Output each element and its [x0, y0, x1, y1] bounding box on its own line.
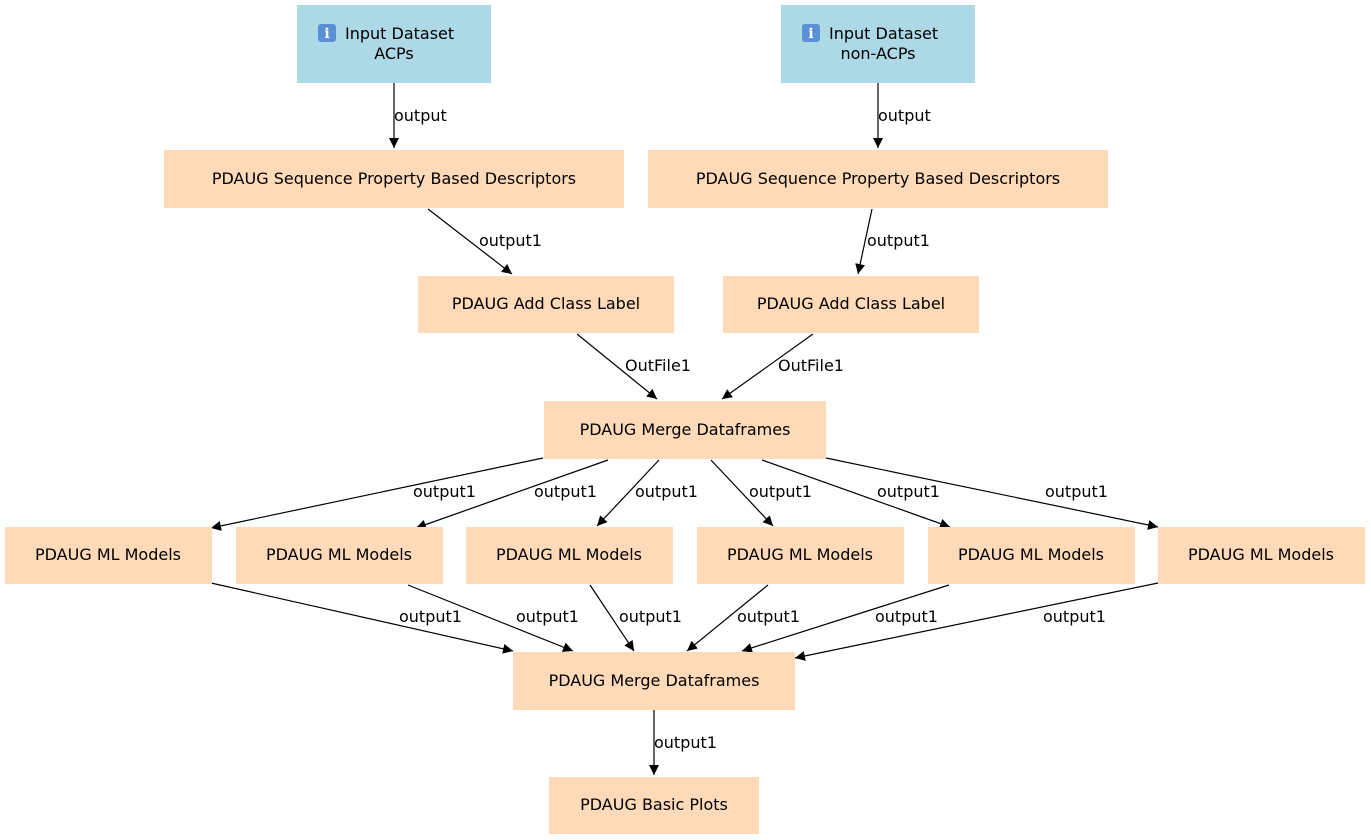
edge-ml1-to-merge2: [210, 582, 514, 654]
node-label: PDAUG Merge Dataframes: [580, 420, 791, 439]
edge-label: output: [394, 106, 447, 125]
edge-label: output1: [877, 482, 940, 501]
node-label: PDAUG Merge Dataframes: [549, 671, 760, 690]
edge-ml2-to-merge2: [407, 584, 574, 652]
edge-label: output1: [875, 607, 938, 626]
edge-label: output1: [479, 231, 542, 250]
edge-labels: output output output1 output1 OutFile1 O…: [394, 106, 1108, 752]
edge-label: OutFile1: [625, 356, 691, 375]
edge-merge1-to-ml6: [825, 457, 1159, 530]
edge-ml5-to-merge2: [741, 584, 950, 653]
information-icon: i: [318, 24, 336, 42]
edge-label: output1: [867, 231, 930, 250]
node-label: PDAUG ML Models: [496, 545, 642, 564]
edge-label: output1: [1043, 607, 1106, 626]
edge-label: output1: [737, 607, 800, 626]
node-ml-models-6[interactable]: PDAUG ML Models: [1158, 527, 1365, 584]
edges: [210, 83, 1159, 775]
node-label: PDAUG ML Models: [1188, 545, 1334, 564]
information-icon: i: [802, 24, 820, 42]
node-ml-models-5[interactable]: PDAUG ML Models: [928, 527, 1135, 584]
edge-ml4-to-merge2: [686, 584, 769, 652]
edge-ml3-to-merge2: [589, 584, 635, 652]
node-label: PDAUG ML Models: [266, 545, 412, 564]
node-label: PDAUG ML Models: [958, 545, 1104, 564]
edge-label: output: [878, 106, 931, 125]
node-input-dataset-non-acps[interactable]: i Input Dataset non-ACPs: [781, 5, 975, 83]
edge-label: output1: [619, 607, 682, 626]
node-ml-models-4[interactable]: PDAUG ML Models: [697, 527, 904, 584]
node-input-dataset-acps[interactable]: i Input Dataset ACPs: [297, 5, 491, 83]
edge-seq-right-to-add-right: [855, 208, 873, 275]
node-sequence-descriptors-right[interactable]: PDAUG Sequence Property Based Descriptor…: [648, 150, 1108, 208]
node-add-class-label-right[interactable]: PDAUG Add Class Label: [723, 276, 979, 333]
edge-merge1-to-ml1: [210, 457, 544, 531]
edge-label: output1: [413, 482, 476, 501]
edge-merge1-to-ml3: [596, 459, 660, 527]
node-label: PDAUG ML Models: [35, 545, 181, 564]
node-subtitle: non-ACPs: [840, 44, 915, 63]
nodes: i Input Dataset ACPs i Input Dataset non…: [5, 5, 1365, 834]
edge-label: OutFile1: [778, 356, 844, 375]
node-label: PDAUG ML Models: [727, 545, 873, 564]
edge-label: output1: [654, 733, 717, 752]
node-label: PDAUG Basic Plots: [580, 795, 728, 814]
edge-label: output1: [516, 607, 579, 626]
edge-add-left-to-merge1: [576, 333, 658, 400]
edge-label: output1: [635, 482, 698, 501]
node-add-class-label-left[interactable]: PDAUG Add Class Label: [418, 276, 674, 333]
edge-label: output1: [1045, 482, 1108, 501]
node-merge-dataframes-1[interactable]: PDAUG Merge Dataframes: [544, 401, 826, 459]
edge-label: output1: [749, 482, 812, 501]
edge-add-right-to-merge1: [721, 333, 814, 400]
node-ml-models-2[interactable]: PDAUG ML Models: [236, 527, 443, 584]
node-subtitle: ACPs: [374, 44, 414, 63]
node-label: PDAUG Add Class Label: [757, 294, 945, 313]
node-label: PDAUG Sequence Property Based Descriptor…: [212, 169, 576, 188]
edge-merge1-to-ml2: [415, 459, 609, 530]
node-title: Input Dataset: [345, 24, 454, 43]
svg-text:i: i: [808, 26, 813, 42]
edge-label: output1: [534, 482, 597, 501]
node-title: Input Dataset: [829, 24, 938, 43]
edge-label: output1: [399, 607, 462, 626]
node-label: PDAUG Add Class Label: [452, 294, 640, 313]
node-basic-plots[interactable]: PDAUG Basic Plots: [549, 777, 759, 834]
edge-seq-left-to-add-left: [427, 208, 513, 275]
edge-merge1-to-ml5: [761, 459, 951, 529]
node-ml-models-1[interactable]: PDAUG ML Models: [5, 527, 212, 584]
node-label: PDAUG Sequence Property Based Descriptor…: [696, 169, 1060, 188]
node-merge-dataframes-2[interactable]: PDAUG Merge Dataframes: [513, 652, 795, 710]
edge-merge1-to-ml4: [710, 459, 774, 527]
edge-ml6-to-merge2: [794, 582, 1159, 661]
svg-text:i: i: [324, 26, 329, 42]
node-ml-models-3[interactable]: PDAUG ML Models: [466, 527, 673, 584]
node-sequence-descriptors-left[interactable]: PDAUG Sequence Property Based Descriptor…: [164, 150, 624, 208]
